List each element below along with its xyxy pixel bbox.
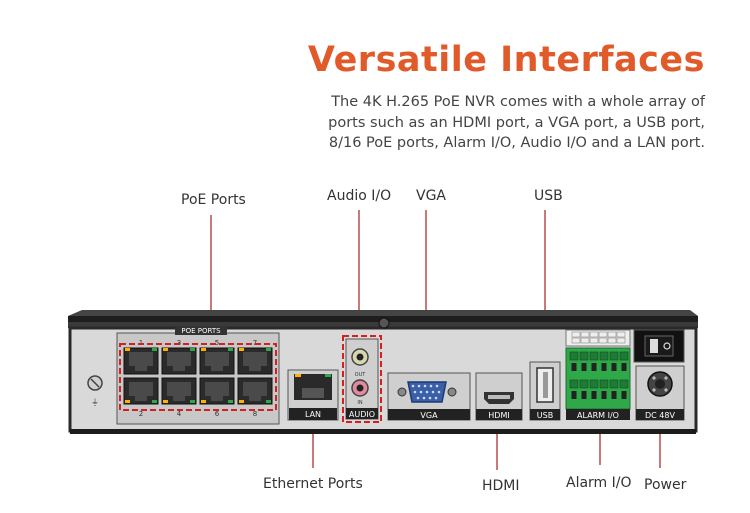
poe-highlight-box (119, 343, 277, 411)
audio-label: AUDIO (349, 410, 375, 419)
description-line: 8/16 PoE ports, Alarm I/O, Audio I/O and… (328, 135, 705, 151)
poe-port (161, 377, 197, 405)
vga-port: VGA (387, 372, 471, 421)
audio-out-label: OUT (355, 372, 367, 378)
poe-port (199, 377, 235, 405)
alarm-terminals (569, 351, 629, 399)
power-section: DC 48V (633, 329, 685, 421)
description-line: The 4K H.265 PoE NVR comes with a whole … (331, 94, 705, 110)
poe-port (161, 347, 197, 375)
usb-port: USB (529, 361, 561, 421)
poe-port-number: 5 (215, 339, 219, 347)
poe-port-number: 8 (253, 410, 257, 418)
callout-power: Power (644, 477, 687, 493)
lan-port: LAN (287, 369, 339, 421)
poe-port-number: 6 (215, 410, 220, 418)
poe-port (237, 377, 273, 405)
audio-in-label: IN (357, 400, 362, 406)
poe-port (123, 377, 159, 405)
callout-hdmi: HDMI (482, 478, 520, 494)
poe-port-grid (123, 347, 273, 405)
callout-vga: VGA (416, 188, 447, 204)
usb-label: USB (537, 411, 553, 420)
callout-ethernet-ports: Ethernet Ports (263, 476, 363, 492)
poe-port (123, 347, 159, 375)
audio-highlight-box (342, 335, 382, 423)
audio-ports: OUT IN AUDIO (342, 335, 382, 423)
poe-port (199, 347, 235, 375)
alarm-label: ALARM I/O (577, 411, 619, 420)
vga-pins (411, 384, 441, 400)
page-title: Versatile Interfaces (307, 40, 705, 80)
dc-label: DC 48V (645, 411, 675, 420)
lan-label: LAN (305, 410, 321, 419)
callout-usb: USB (534, 188, 563, 204)
callout-alarm-io: Alarm I/O (566, 475, 632, 491)
alarm-label-grid (571, 331, 626, 344)
svg-text:⏚: ⏚ (91, 398, 99, 407)
hdmi-port: HDMI (475, 372, 523, 421)
poe-port-number: 4 (177, 410, 182, 418)
description-line: ports such as an HDMI port, a VGA port, … (328, 114, 705, 131)
alarm-io-terminal: ALARM I/O (565, 329, 631, 420)
callout-poe-ports: PoE Ports (181, 192, 246, 208)
poe-header-label: POE PORTS (181, 327, 221, 335)
description: The 4K H.265 PoE NVR comes with a whole … (285, 92, 705, 154)
hdmi-label: HDMI (488, 411, 509, 420)
poe-port-number: 2 (139, 410, 143, 418)
poe-port (237, 347, 273, 375)
callout-audio-io: Audio I/O (327, 188, 392, 204)
vga-label: VGA (420, 411, 438, 420)
